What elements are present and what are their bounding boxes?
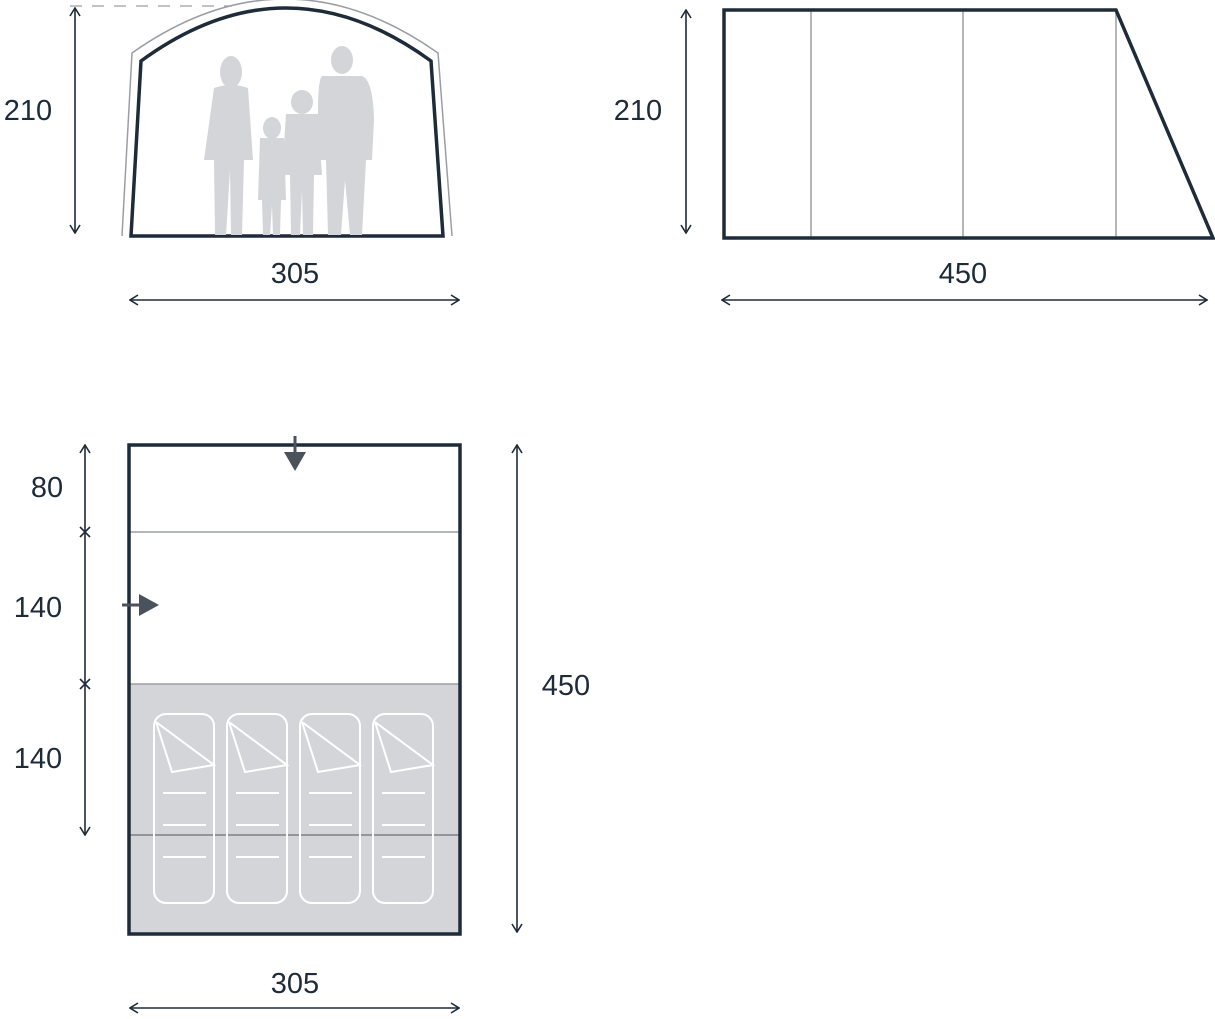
side-length-label: 450 [939,258,987,290]
section-label-bedroom: 140 [14,743,62,775]
sleeping-bags [153,713,436,904]
front-width-label: 305 [271,258,319,290]
side-outline [722,8,1215,240]
bedroom-area [129,684,460,934]
front-height-label: 210 [4,95,52,127]
floor-length-label: 450 [542,670,590,702]
sleeping-bag-icon [372,713,436,904]
sleeping-bag-icon [153,713,217,904]
tent-inner-outline [129,6,445,238]
sleeping-bag-icon [226,713,290,904]
tent-outer-outline [121,0,453,237]
side-height-label: 210 [614,95,662,127]
side-view: 210 450 [614,8,1215,300]
family-silhouette-icon [204,46,374,235]
front-entrance-arrow-icon [284,436,306,471]
side-entrance-arrow-icon [122,594,159,616]
section-label-living: 140 [14,592,62,624]
floor-width-label: 305 [271,968,319,1000]
sleeping-bag-icon [299,713,363,904]
front-view: 210 305 [4,0,459,300]
section-label-canopy: 80 [31,472,63,504]
floor-plan: 80 140 140 450 305 [14,436,590,1008]
